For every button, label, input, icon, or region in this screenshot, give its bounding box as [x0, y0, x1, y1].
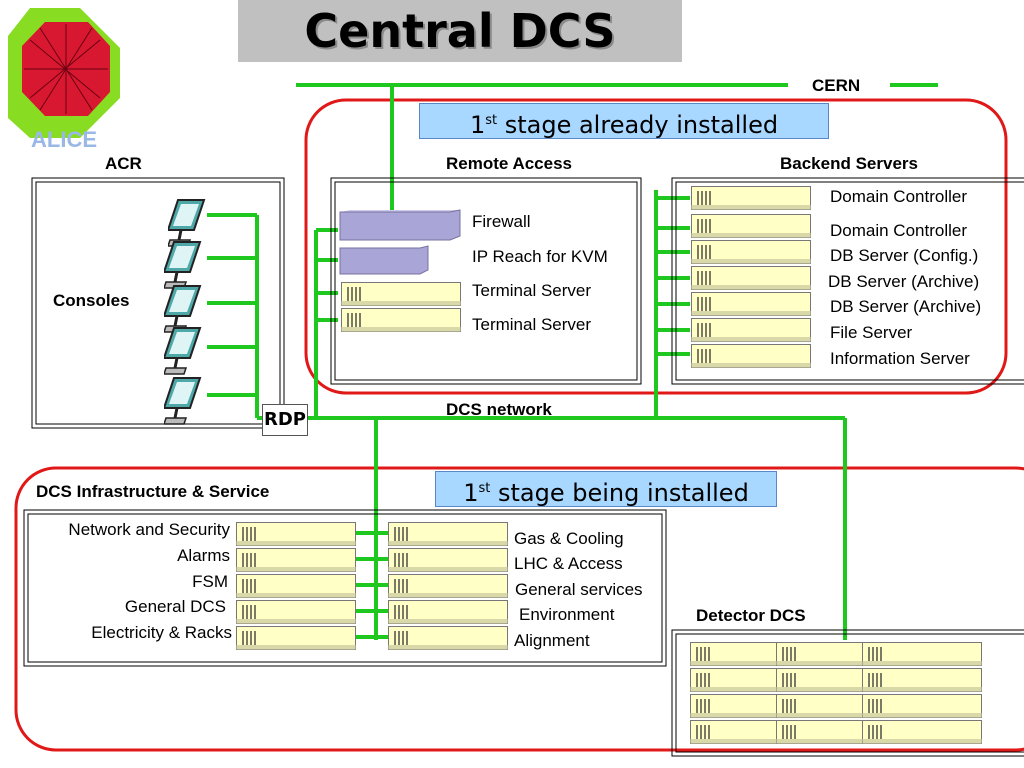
server-icon [236, 548, 356, 572]
backend-item-label: Information Server [830, 349, 970, 368]
detector-box [671, 629, 1024, 757]
server-icon [862, 668, 982, 692]
monitor-icon [164, 284, 202, 334]
consoles-label: Consoles [53, 291, 130, 310]
server-icon [690, 344, 812, 368]
backend-item-label: DB Server (Archive) [828, 272, 980, 291]
infra-right-label: General services [515, 580, 643, 599]
infra-right-label: LHC & Access [514, 554, 623, 573]
monitor-icon [168, 198, 206, 248]
infra-left-label: Alarms [177, 546, 230, 565]
stage-region-installing [14, 466, 1024, 752]
page-title: Central DCS [238, 0, 682, 62]
server-icon [690, 240, 812, 264]
kvm-device-icon [339, 245, 429, 275]
backend-item-label: Domain Controller [830, 221, 967, 240]
backend-item-label: DB Server (Config.) [830, 246, 979, 265]
infra-left-label: Electricity & Racks [91, 623, 232, 642]
server-icon [862, 720, 982, 744]
stage-installing-label: 1st stage being installed [435, 471, 777, 507]
alice-logo-text: ALICE [31, 127, 97, 152]
monitor-icon [164, 326, 202, 376]
cern-label: CERN [812, 76, 861, 95]
console-monitors [164, 198, 206, 426]
server-icon [862, 642, 982, 666]
server-icon [236, 522, 356, 546]
server-icon [690, 292, 812, 316]
server-icon [388, 600, 508, 624]
backend-servers-title: Backend Servers [780, 154, 918, 173]
infrastructure-title: DCS Infrastructure & Service [36, 482, 270, 501]
remote-item-label: Firewall [472, 212, 531, 231]
acr-box [31, 177, 285, 429]
infra-right-label: Alignment [514, 631, 590, 650]
backend-servers [690, 186, 812, 368]
remote-item-label: IP Reach for KVM [472, 247, 608, 266]
server-icon [862, 694, 982, 718]
terminal-server-icon [340, 308, 462, 332]
server-icon [388, 548, 508, 572]
remote-item-label: Terminal Server [472, 281, 592, 300]
acr-title: ACR [105, 154, 142, 173]
infra-left-label: Network and Security [68, 520, 230, 539]
server-icon [690, 266, 812, 290]
stage-installed-label: 1st stage already installed [419, 103, 829, 139]
detector-servers [690, 642, 982, 744]
infra-left-label: FSM [192, 572, 228, 591]
server-icon [236, 626, 356, 650]
alice-logo: ALICE [8, 8, 120, 152]
network-lines [207, 83, 938, 640]
infrastructure-box [23, 509, 667, 667]
detector-dcs-title: Detector DCS [696, 606, 806, 625]
server-icon [388, 522, 508, 546]
infra-left-label: General DCS [124, 597, 226, 616]
server-icon [388, 626, 508, 650]
server-icon [388, 574, 508, 598]
monitor-icon [164, 376, 202, 426]
monitor-icon [164, 240, 202, 290]
remote-access-title: Remote Access [446, 154, 572, 173]
rdp-label: RDP [262, 404, 308, 436]
server-icon [690, 214, 812, 238]
server-icon [690, 318, 812, 342]
server-icon [690, 186, 812, 210]
dcs-network-label: DCS network [446, 400, 552, 419]
firewall-icon [339, 209, 461, 241]
backend-item-label: File Server [830, 323, 913, 342]
infra-right-label: Environment [519, 605, 615, 624]
backend-box [671, 177, 1024, 385]
terminal-server-icon [340, 282, 462, 306]
server-icon [236, 574, 356, 598]
backend-item-label: DB Server (Archive) [830, 297, 982, 316]
remote-access-box [330, 177, 642, 385]
backend-item-label: Domain Controller [830, 187, 967, 206]
server-icon [236, 600, 356, 624]
remote-item-label: Terminal Server [472, 315, 592, 334]
infra-right-label: Gas & Cooling [514, 529, 624, 548]
